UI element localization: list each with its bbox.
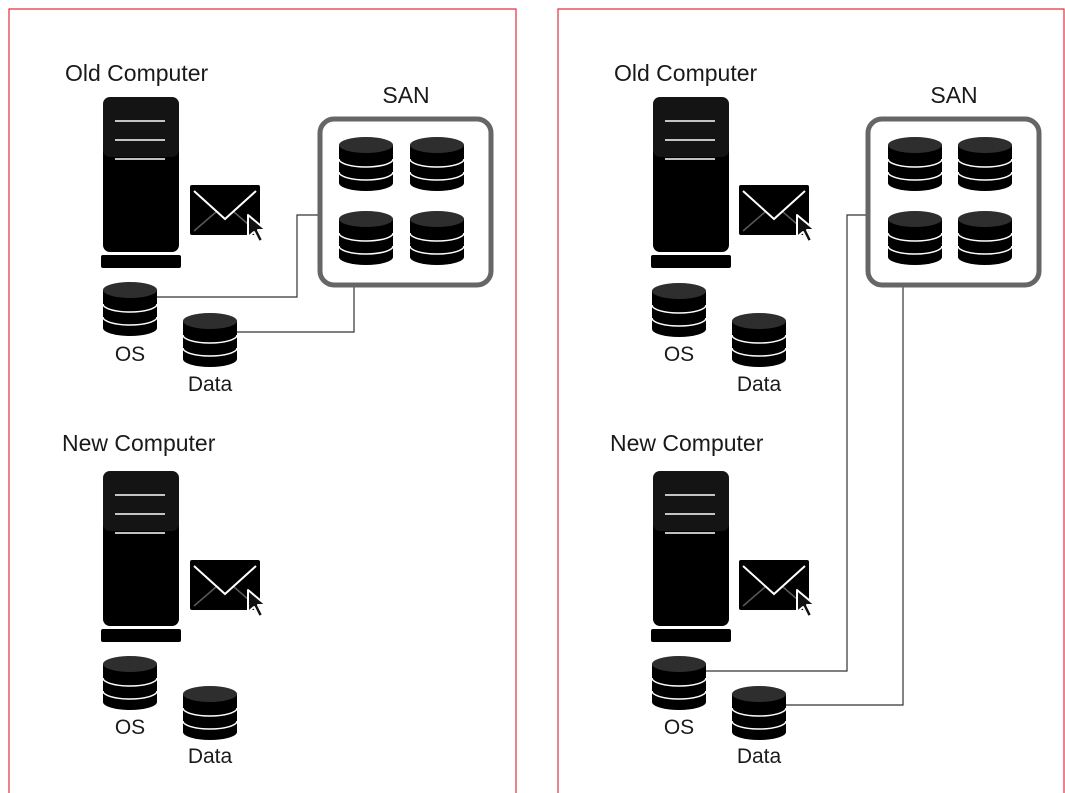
new-computer-mail-icon [189, 559, 267, 618]
left-connectors [157, 214, 355, 333]
right-panel-frame [557, 8, 1065, 793]
new-computer-title: New Computer [610, 430, 764, 456]
san-title: SAN [930, 82, 978, 108]
san-title: SAN [382, 82, 430, 108]
old-computer-os-disk-icon [651, 282, 707, 338]
san-disk-icon [409, 136, 465, 192]
old-computer-title: Old Computer [65, 60, 209, 86]
new-computer-data-disk-icon [182, 685, 238, 741]
new-computer-os-disk-icon [102, 655, 158, 711]
san-disk-icon [887, 136, 943, 192]
old-computer-mail-icon [189, 184, 267, 243]
san-disk-icon [957, 136, 1013, 192]
new-computer-tower-icon [100, 470, 182, 643]
left-panel-frame [8, 8, 517, 793]
san-disk-icon [338, 210, 394, 266]
new-data-label: Data [187, 745, 233, 768]
new-computer-mail-icon [738, 559, 816, 618]
new-computer-data-disk-icon [731, 685, 787, 741]
connector-new-os-to-san [705, 214, 869, 672]
old-os-label: OS [663, 343, 695, 366]
old-computer-data-disk-icon [731, 312, 787, 368]
old-data-label: Data [187, 373, 233, 396]
old-computer-mail-icon [738, 184, 816, 243]
connector-os-to-san [157, 214, 321, 298]
new-computer-tower-icon [650, 470, 732, 643]
right-connectors [705, 214, 904, 706]
new-computer-os-disk-icon [651, 655, 707, 711]
new-os-label: OS [114, 716, 146, 739]
connector-data-to-san [237, 286, 355, 333]
old-computer-os-disk-icon [102, 281, 158, 337]
san-disk-icon [957, 210, 1013, 266]
old-computer-tower-icon [650, 96, 732, 269]
san-disk-icon [887, 210, 943, 266]
old-computer-tower-icon [100, 96, 182, 269]
new-os-label: OS [663, 716, 695, 739]
old-computer-title: Old Computer [614, 60, 758, 86]
old-os-label: OS [114, 343, 146, 366]
new-data-label: Data [736, 745, 782, 768]
san-disk-icon [338, 136, 394, 192]
new-computer-title: New Computer [62, 430, 216, 456]
old-computer-data-disk-icon [182, 312, 238, 368]
san-disk-icon [409, 210, 465, 266]
old-data-label: Data [736, 373, 782, 396]
connector-new-data-to-san [785, 286, 904, 706]
